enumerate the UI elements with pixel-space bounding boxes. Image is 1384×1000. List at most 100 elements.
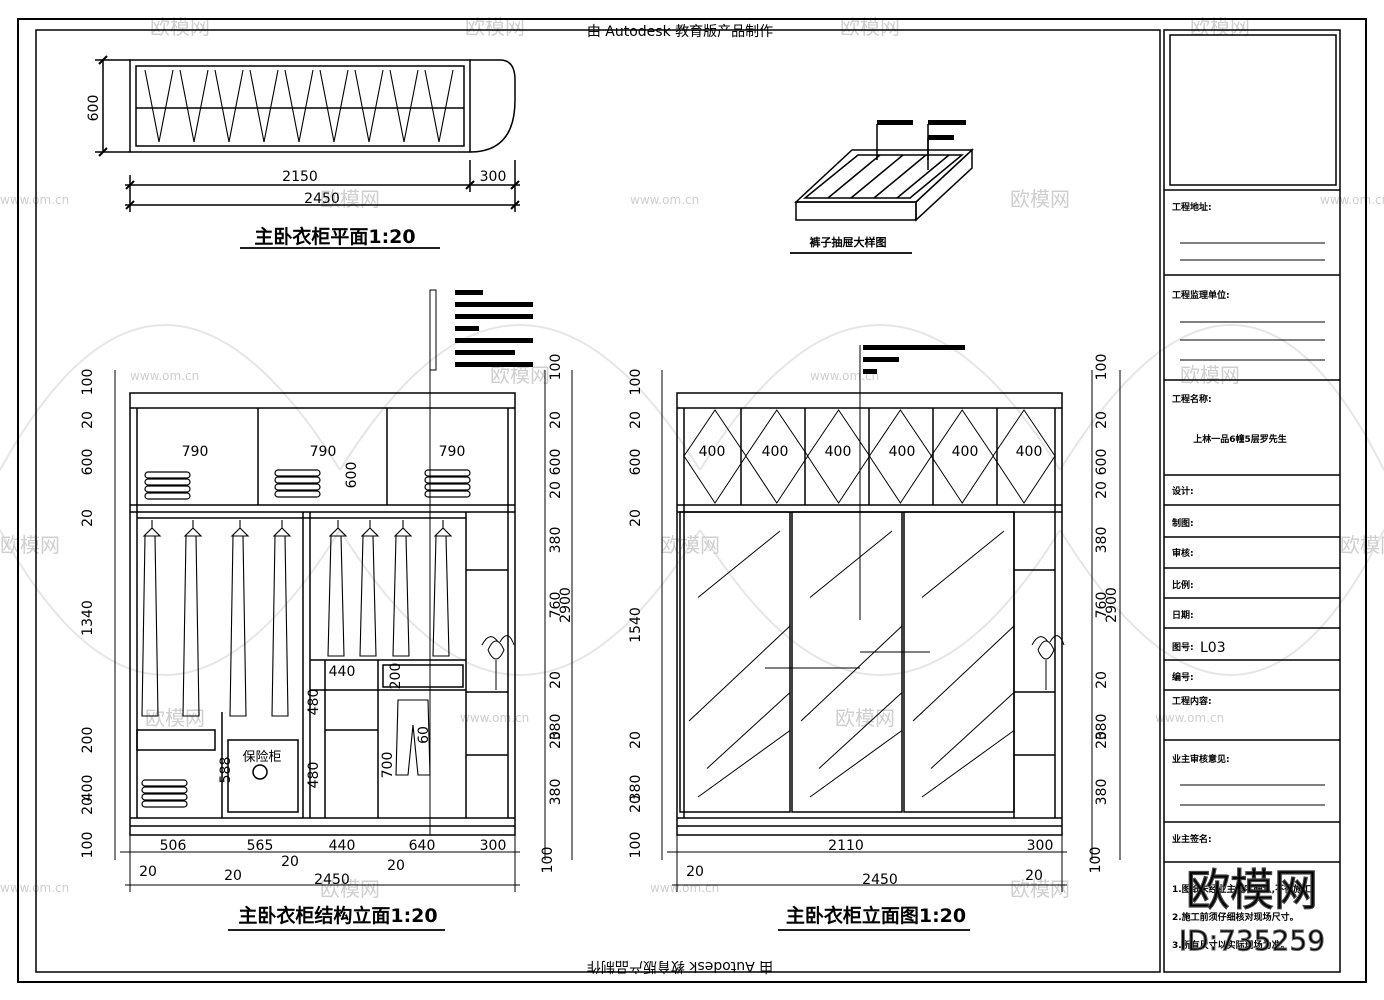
watermark-url: www.om.cn: [650, 881, 719, 895]
top-width-dim: 400: [889, 444, 916, 460]
hanging-garment: [359, 520, 380, 657]
plan-hanger: [389, 69, 419, 143]
glass-hatch-line: [809, 730, 903, 798]
hanging-garment: [327, 520, 348, 657]
top-width-dim: 400: [825, 444, 852, 460]
plan-dim-depth: 600: [86, 95, 102, 122]
right-dim: 20: [548, 481, 564, 499]
right-dim: 20: [1094, 671, 1110, 689]
left-dim: 20: [628, 731, 644, 749]
middle-dim: 60: [416, 726, 432, 744]
title-block-label: 日期:: [1172, 609, 1194, 621]
watermark-brand: 欧模网: [0, 533, 60, 557]
middle-dim: 600: [344, 462, 360, 489]
hanging-garment: [182, 520, 203, 717]
right-dim: 600: [1094, 449, 1110, 476]
left-dim: 400: [80, 775, 96, 802]
watermark-url: www.om.cn: [0, 193, 69, 207]
folded-clothes: [274, 490, 321, 498]
plan-dim-main: 2150: [282, 169, 318, 185]
title-block: [1163, 29, 1341, 973]
left-dim: 100: [628, 369, 644, 396]
watermark-url: www.om.cn: [1320, 193, 1384, 207]
side-width-dim: 300: [1027, 838, 1054, 854]
structure-leaders: [455, 290, 533, 367]
middle-dim: 480: [306, 689, 322, 716]
plan-title: 主卧衣柜平面1:20: [254, 225, 415, 248]
title-block-label: 图号:: [1172, 642, 1194, 653]
right-dim: 380: [548, 779, 564, 806]
right-dim: 380: [1094, 527, 1110, 554]
right-dim: 20: [548, 731, 564, 749]
folded-clothes: [274, 483, 321, 491]
glass-hatch-line: [697, 730, 791, 798]
right-dim: 380: [548, 714, 564, 741]
folded-clothes: [144, 478, 191, 486]
left-dim: 20: [80, 509, 96, 527]
hanging-pants: [395, 699, 431, 776]
folded-clothes: [424, 490, 471, 498]
door-top-panels: [683, 409, 1056, 504]
plan-hanger: [214, 69, 244, 143]
plan-hanger: [284, 69, 314, 143]
autodesk-banner-bottom: 由 Autodesk 教育版产品制作: [587, 958, 773, 974]
left-dim: 1340: [80, 600, 96, 636]
left-dim: 600: [628, 449, 644, 476]
title-block-label: 比例:: [1172, 579, 1194, 591]
structure-folded-clothes: [141, 469, 471, 808]
watermark-brand: 欧模网: [1010, 877, 1070, 901]
total-width-dim: 2450: [862, 872, 898, 888]
hanging-garment: [432, 520, 453, 657]
structure-dim-lines: [114, 370, 573, 892]
watermark-url: www.om.cn: [0, 881, 69, 895]
left-dim: 100: [80, 832, 96, 859]
left-dim: 20: [628, 411, 644, 429]
plan-hanger: [144, 69, 174, 143]
bottom-width-dim: 565: [247, 838, 274, 854]
left-dim: 20: [628, 509, 644, 527]
top-width-dim: 790: [310, 444, 337, 460]
title-block-label: 业主签名:: [1172, 833, 1212, 845]
top-width-dim: 400: [952, 444, 979, 460]
middle-dim: 700: [380, 752, 396, 779]
door-glass-hatching: [688, 530, 1015, 798]
watermark-brand: 欧模网: [320, 877, 380, 901]
overall-height-dim: 2900: [1104, 587, 1120, 623]
watermark-brand-large: 欧模网: [1186, 865, 1318, 916]
right-dim: 600: [548, 449, 564, 476]
plan-dim-total: 2450: [304, 191, 340, 207]
middle-dim: 480: [306, 762, 322, 789]
drawing-number: L03: [1200, 640, 1226, 656]
top-panel-diamond: [992, 409, 1056, 504]
glass-hatch-line: [912, 625, 1015, 722]
middle-dim: 20: [281, 854, 299, 870]
title-block-label: 工程名称:: [1172, 393, 1212, 405]
watermark-id: ID:735259: [1179, 924, 1325, 957]
left-dim: 20: [80, 797, 96, 815]
gap-dim: 20: [1025, 868, 1043, 884]
gap-dim: 20: [686, 864, 704, 880]
right-dim: 380: [1094, 714, 1110, 741]
note-line-1: 1.图纸未经业主签字确认,不得施工。: [1172, 883, 1320, 895]
title-block-label: 审核:: [1172, 547, 1194, 559]
door-dim-lines: [661, 370, 1121, 892]
watermark-url: www.om.cn: [130, 369, 199, 383]
glass-hatch-line: [800, 625, 903, 722]
folded-clothes: [424, 476, 471, 484]
top-width-dim: 400: [1016, 444, 1043, 460]
plan-dim-side: 300: [480, 169, 507, 185]
watermark-url: www.om.cn: [460, 711, 529, 725]
bottom-width-dim: 440: [329, 838, 356, 854]
plan-hanger: [249, 69, 279, 143]
top-width-dim: 400: [699, 444, 726, 460]
bottom-right-dim: 100: [1088, 847, 1104, 874]
bottom-right-dim: 100: [540, 847, 556, 874]
safe-label: 保险柜: [242, 750, 281, 765]
door-elevation: [676, 345, 1063, 836]
note-line-2: 2.施工前须仔细核对现场尺寸。: [1172, 911, 1299, 923]
plan-hanger: [179, 69, 209, 143]
glass-hatch-line: [921, 530, 1005, 598]
overall-height-dim: 2900: [558, 587, 574, 623]
plant-decoration-left: [481, 635, 515, 690]
